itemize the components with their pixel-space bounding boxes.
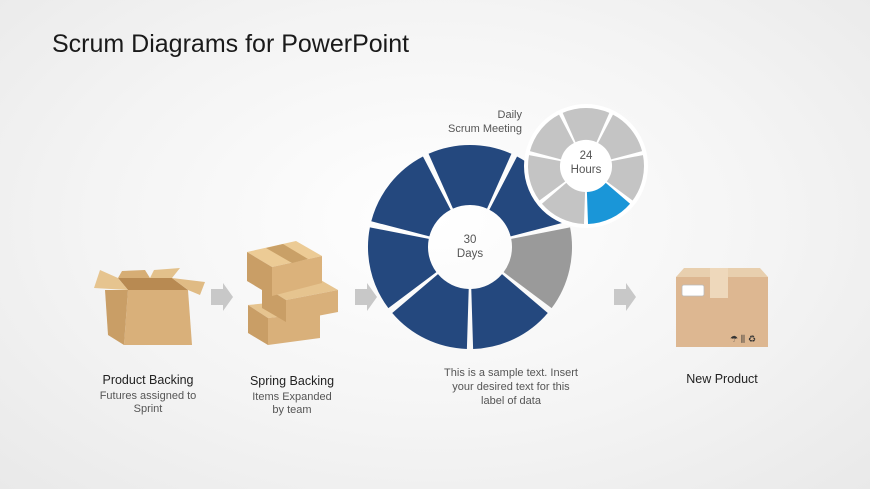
daily-duration-label: 24 Hours — [556, 149, 616, 177]
spring-backing-title: Spring Backing — [249, 374, 335, 388]
spring-backing-desc-line2: by team — [272, 404, 312, 416]
sprint-ring-segment — [503, 227, 573, 309]
daily-ring-segment — [598, 114, 643, 160]
daily-ring-segment — [541, 182, 586, 224]
sprint-cycle-ring — [367, 145, 573, 349]
daily-duration-unit: Hours — [570, 164, 602, 176]
sprint-ring-segment — [392, 274, 469, 349]
daily-ring-segment — [606, 155, 644, 201]
page-title: Scrum Diagrams for PowerPoint — [52, 30, 410, 58]
sample-text-line3: label of data — [481, 395, 541, 407]
sample-text-block: This is a sample text. Insert your desir… — [420, 366, 602, 408]
daily-label-line1: Daily — [497, 109, 522, 121]
sprint-ring-segment — [367, 227, 437, 309]
arrow-right-icon — [355, 283, 377, 311]
sample-text-line1: This is a sample text. Insert — [444, 367, 578, 379]
sprint-ring-segment — [428, 145, 512, 209]
arrow-right-icon — [211, 283, 233, 311]
daily-ring-segment — [562, 108, 610, 143]
closed-box-icon: ☂ ⫼ ♻ — [676, 268, 768, 347]
product-backing-desc: Futures assigned to Sprint — [88, 390, 208, 416]
daily-cycle-ring — [524, 104, 648, 228]
spring-backing-desc: Items Expanded by team — [232, 391, 352, 417]
daily-label-line2: Scrum Meeting — [448, 123, 522, 135]
sample-text-line2: your desired text for this — [452, 381, 570, 393]
stacked-boxes-icon — [247, 241, 338, 345]
sprint-ring-segment — [471, 274, 548, 349]
new-product-title: New Product — [686, 372, 758, 386]
sprint-duration-unit: Days — [456, 248, 484, 260]
daily-ring-segment — [586, 182, 631, 224]
spring-backing-desc-line1: Items Expanded — [252, 391, 332, 403]
product-backing-desc-line1: Futures assigned to — [99, 390, 197, 402]
product-backing-desc-line2: Sprint — [133, 403, 163, 415]
daily-ring-segment — [528, 155, 566, 201]
sprint-ring-segment — [489, 156, 569, 237]
open-box-icon — [94, 268, 205, 345]
svg-text:☂ ⫼ ♻: ☂ ⫼ ♻ — [730, 334, 756, 345]
sprint-duration-number: 30 — [463, 234, 477, 246]
daily-scrum-label: Daily Scrum Meeting — [420, 108, 522, 136]
daily-duration-number: 24 — [579, 150, 593, 162]
daily-ring-segment — [529, 114, 574, 160]
product-backing-title: Product Backing — [102, 373, 194, 387]
arrow-right-icon — [614, 283, 636, 311]
sprint-duration-label: 30 Days — [440, 233, 500, 261]
sprint-ring-segment — [371, 156, 451, 237]
